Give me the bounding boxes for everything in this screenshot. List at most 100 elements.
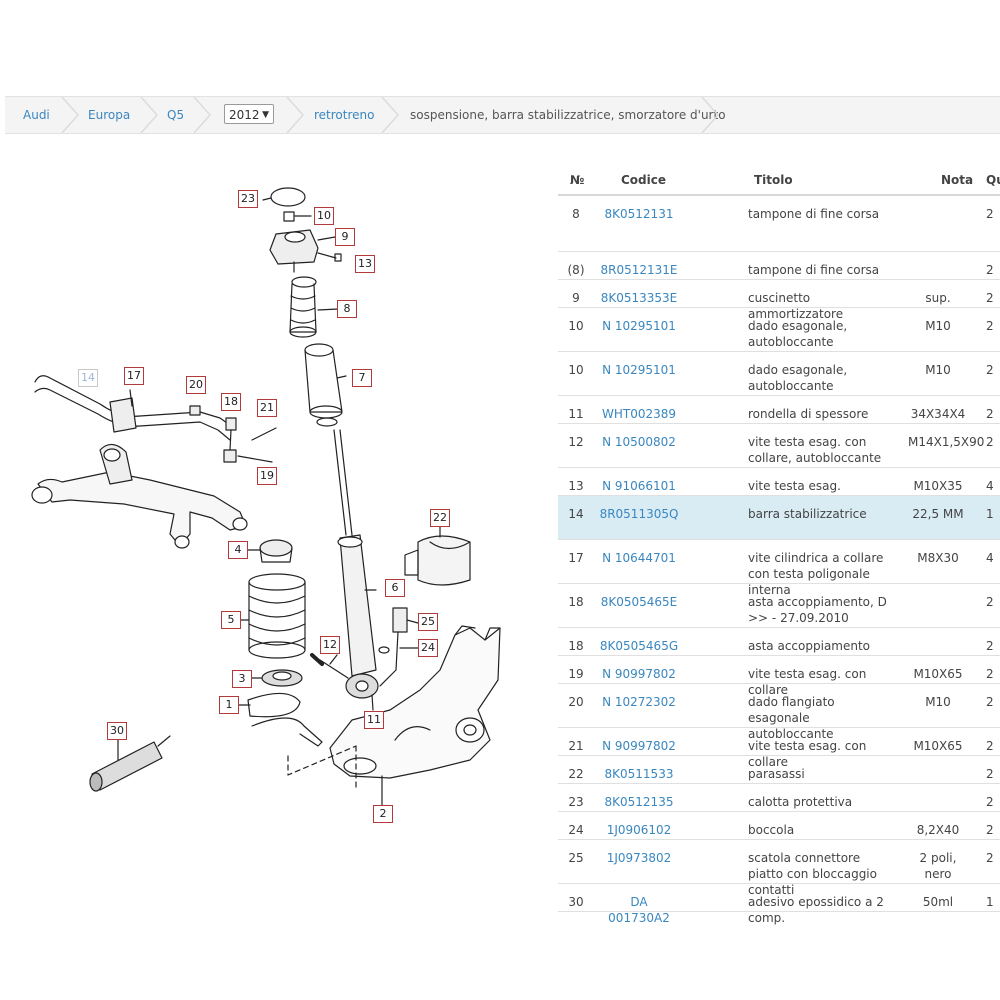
- header-title[interactable]: Titolo: [754, 173, 793, 187]
- part-qty: 2: [986, 291, 994, 305]
- callout-22[interactable]: 22: [430, 509, 450, 527]
- part-code-link[interactable]: N 10644701: [602, 551, 676, 565]
- part-qty: 2: [986, 595, 994, 609]
- part-code-link[interactable]: N 91066101: [602, 479, 676, 493]
- part-qty: 2: [986, 363, 994, 377]
- callout-14[interactable]: 14: [78, 369, 98, 387]
- callout-25[interactable]: 25: [418, 613, 438, 631]
- callout-7[interactable]: 7: [352, 369, 372, 387]
- breadcrumb-item-region[interactable]: Europa: [88, 108, 131, 122]
- part-qty: 2: [986, 207, 994, 221]
- callout-11[interactable]: 11: [364, 711, 384, 729]
- breadcrumb-item-make[interactable]: Audi: [23, 108, 50, 122]
- part-code-link[interactable]: 8K0511533: [604, 767, 674, 781]
- table-row[interactable]: 21 N 90997802 vite testa esag. con collare…: [558, 728, 1000, 769]
- part-code-link[interactable]: N 10295101: [602, 319, 676, 333]
- callout-13[interactable]: 13: [355, 255, 375, 273]
- callout-8[interactable]: 8: [337, 300, 357, 318]
- callout-9[interactable]: 9: [335, 228, 355, 246]
- callout-2[interactable]: 2: [373, 805, 393, 823]
- callout-6[interactable]: 6: [385, 579, 405, 597]
- part-code-link[interactable]: 8K0505465G: [599, 639, 679, 653]
- header-no[interactable]: №: [570, 173, 585, 187]
- part-code-link[interactable]: 1J0973802: [606, 851, 672, 865]
- part-title: vite testa esag. con collare: [748, 739, 867, 769]
- part-code-link[interactable]: DA 001730A2: [608, 895, 670, 925]
- breadcrumb-item-section[interactable]: retrotreno: [314, 108, 375, 122]
- header-code[interactable]: Codice: [621, 173, 667, 187]
- callout-20[interactable]: 20: [186, 376, 206, 394]
- callout-17[interactable]: 17: [124, 367, 144, 385]
- callout-30[interactable]: 30: [107, 722, 127, 740]
- breadcrumb-item-model[interactable]: Q5: [167, 108, 185, 122]
- part-title: cuscinetto ammortizzatore: [748, 291, 844, 321]
- breadcrumb: Audi Europa Q5 2012 ▼ retrotreno sospens…: [5, 96, 1000, 134]
- part-code-link[interactable]: N 10272302: [602, 695, 676, 709]
- part-code-link[interactable]: 8R0512131E: [600, 263, 678, 277]
- part-code-link[interactable]: 8K0513353E: [600, 291, 678, 305]
- part-title: dado esagonale, autobloccante: [748, 363, 848, 393]
- header-qty[interactable]: Qu: [986, 173, 1000, 187]
- header-note[interactable]: Nota: [941, 173, 974, 187]
- part-code-link[interactable]: 1J0906102: [606, 823, 672, 837]
- callout-5[interactable]: 5: [221, 611, 241, 629]
- callout-23[interactable]: 23: [238, 190, 258, 208]
- part-title: asta accoppiamento, D >> - 27.09.2010: [748, 595, 887, 625]
- part-code-link[interactable]: N 10500802: [602, 435, 676, 449]
- part-code-link[interactable]: N 90997802: [602, 667, 676, 681]
- part-note: M10: [925, 319, 951, 333]
- part-title: vite testa esag. con collare: [748, 667, 867, 697]
- callout-21[interactable]: 21: [257, 399, 277, 417]
- callout-10[interactable]: 10: [314, 207, 334, 225]
- part-qty: 2: [986, 667, 994, 681]
- row-number: (8): [567, 263, 585, 277]
- part-note: 2 poli, nero: [919, 851, 957, 881]
- table-header: № Codice Titolo Nota Qu: [558, 168, 1000, 196]
- callout-12[interactable]: 12: [320, 636, 340, 654]
- row-number: 9: [572, 291, 580, 305]
- part-note: 22,5 MM: [912, 507, 964, 521]
- callout-4[interactable]: 4: [228, 541, 248, 559]
- breadcrumb-separator-icon: [701, 97, 720, 133]
- parts-table: № Codice Titolo Nota Qu 88K0512131tampon…: [558, 168, 1000, 925]
- row-number: 21: [568, 739, 584, 753]
- callout-3[interactable]: 3: [232, 670, 252, 688]
- part-qty: 2: [986, 851, 994, 865]
- part-code-link[interactable]: 8K0505465E: [600, 595, 678, 609]
- part-code-link[interactable]: 8K0512131: [604, 207, 674, 221]
- callout-1[interactable]: 1: [219, 696, 239, 714]
- year-select[interactable]: 2012 ▼: [224, 104, 274, 124]
- part-title: rondella di spessore: [748, 407, 869, 421]
- part-code-link[interactable]: N 10295101: [602, 363, 676, 377]
- callout-18[interactable]: 18: [221, 393, 241, 411]
- callout-24[interactable]: 24: [418, 639, 438, 657]
- callout-19[interactable]: 19: [257, 467, 277, 485]
- year-select-value: 2012: [229, 108, 260, 122]
- part-code-link[interactable]: WHT002389: [601, 407, 677, 421]
- part-code-link[interactable]: 8R0511305Q: [599, 507, 679, 521]
- part-code-link[interactable]: 8K0512135: [604, 795, 674, 809]
- part-note: M10: [925, 363, 951, 377]
- part-qty: 2: [986, 263, 994, 277]
- part-code-link[interactable]: N 90997802: [602, 739, 676, 753]
- breadcrumb-separator-icon: [140, 97, 159, 133]
